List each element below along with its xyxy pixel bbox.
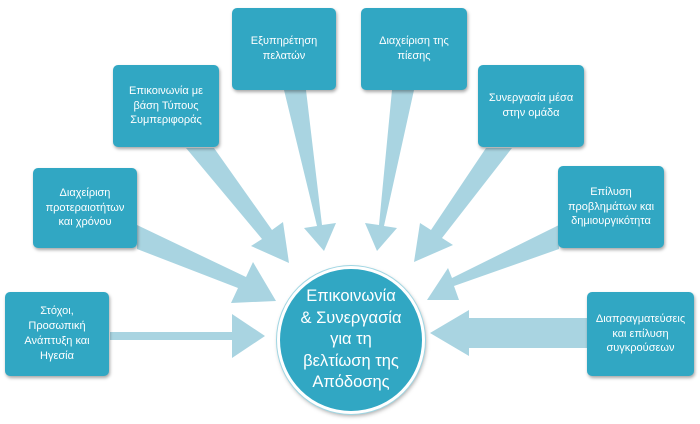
arrow-goals <box>110 314 265 358</box>
arrow-service <box>284 90 336 251</box>
arrow-negotiation <box>430 310 588 356</box>
arrow-teamwork <box>414 148 512 262</box>
box-problem: Επίλυση προβλημάτων και δημιουργικότητα <box>558 166 664 248</box>
box-communication: Επικοινωνία με βάση Τύπους Συμπεριφοράς <box>113 65 219 147</box>
box-goals: Στόχοι, Προσωπική Ανάπτυξη και Ηγεσία <box>5 292 109 376</box>
box-teamwork: Συνεργασία μέσα στην ομάδα <box>478 65 584 147</box>
arrow-pressure <box>365 90 414 251</box>
box-priorities: Διαχείριση προτεραιοτήτων και χρόνου <box>33 168 137 248</box>
box-service: Εξυπηρέτηση πελατών <box>232 8 336 90</box>
arrow-problem <box>427 225 559 300</box>
arrow-communication <box>186 148 289 263</box>
box-pressure: Διαχείριση της πίεσης <box>361 8 467 90</box>
arrow-priorities <box>137 225 276 303</box>
box-negotiation: Διαπραγματεύσεις και επίλυση συγκρούσεων <box>587 292 694 376</box>
center-circle: Επικοινωνία & Συνεργασία για τη βελτίωση… <box>277 266 425 414</box>
